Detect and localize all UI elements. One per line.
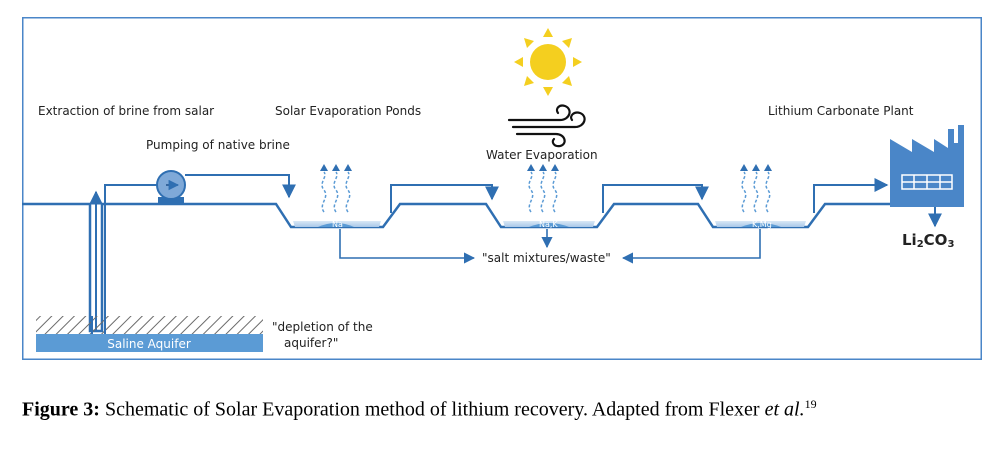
transfer-pipe-pond2-pond3 [602, 184, 709, 213]
diagram-frame: Extraction of brine from salar Solar Eva… [22, 17, 982, 360]
label-solar-ponds: Solar Evaporation Ponds [275, 104, 421, 118]
label-water-evaporation: Water Evaporation [486, 148, 598, 162]
caption-text: Schematic of Solar Evaporation method of… [99, 398, 765, 421]
evaporation-waves-pond2 [528, 171, 558, 213]
wind-icon [507, 104, 586, 148]
waste-line-pond1 [339, 229, 476, 264]
label-depletion-line2: aquifer?" [284, 336, 338, 350]
aquifer-hatch [36, 316, 263, 334]
pond-1-salt-label: Na [332, 220, 343, 229]
evaporation-waves-pond1 [321, 171, 351, 213]
label-lithium-plant: Lithium Carbonate Plant [768, 104, 914, 118]
transfer-pipe-to-plant [813, 178, 889, 213]
label-depletion-line1: "depletion of the [272, 320, 373, 334]
saline-aquifer [36, 334, 263, 352]
process-diagram: Extraction of brine from salar Solar Eva… [22, 17, 982, 360]
pond-3-salt-label: K,Mg [752, 220, 772, 229]
well-pipe-to-pump [104, 178, 174, 331]
caption-et-al: et al. [764, 398, 805, 421]
pond-1-salt-deposit [318, 223, 354, 227]
caption-label: Figure 3: [22, 398, 100, 421]
pump-icon [156, 170, 186, 204]
waste-line-pond3 [621, 229, 761, 264]
label-saline-aquifer: Saline Aquifer [107, 337, 191, 351]
pond-2-salt-deposit [529, 223, 569, 227]
label-li2co3: Li2CO3 [902, 231, 954, 250]
pump-outlet-pipe [185, 174, 296, 199]
evaporation-arrows-pond2 [527, 164, 559, 171]
figure-caption: Figure 3: Schematic of Solar Evaporation… [22, 393, 982, 421]
evaporation-arrows-pond1 [320, 164, 352, 171]
caption-reference: 19 [804, 397, 817, 411]
factory-icon [890, 125, 964, 207]
pond-3-salt-deposit [741, 223, 781, 227]
evaporation-waves-pond3 [741, 171, 771, 213]
evaporation-arrows-pond3 [740, 164, 772, 171]
label-extraction: Extraction of brine from salar [38, 104, 214, 118]
pond-2-salt-label: Na,K [539, 220, 558, 229]
transfer-pipe-pond1-pond2 [390, 184, 499, 213]
label-pumping: Pumping of native brine [146, 138, 290, 152]
label-salt-waste: "salt mixtures/waste" [482, 251, 611, 265]
sun-icon [514, 28, 582, 96]
